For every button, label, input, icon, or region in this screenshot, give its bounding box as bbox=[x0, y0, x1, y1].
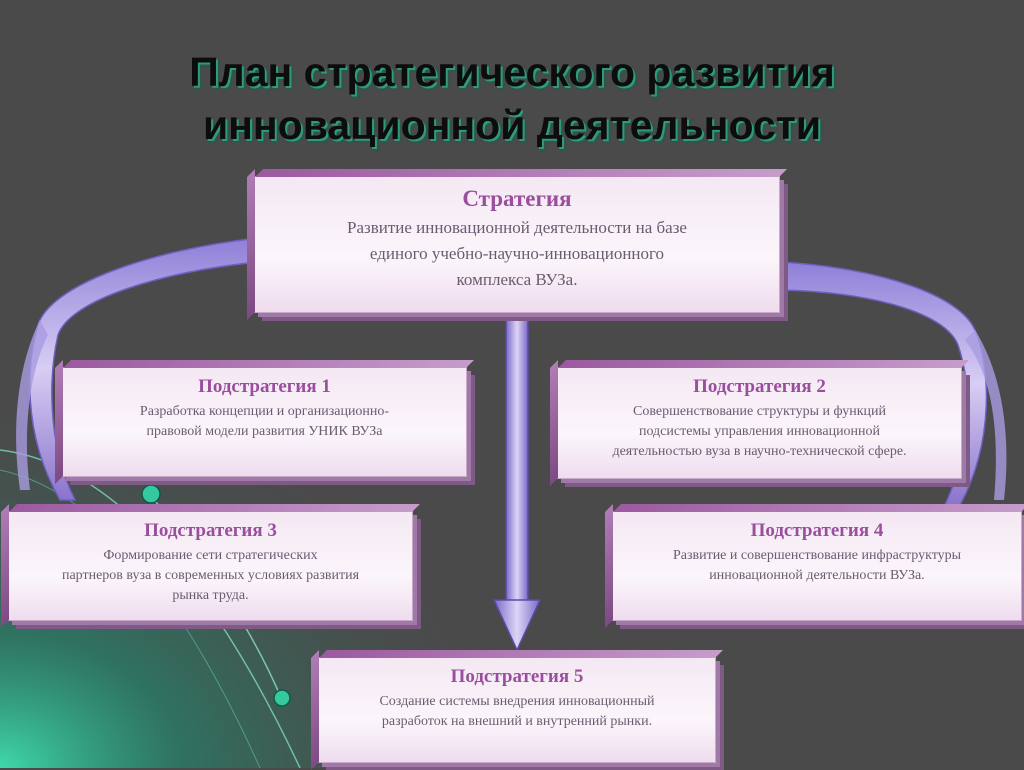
substrategy-line: рынка труда. bbox=[172, 588, 249, 603]
substrategy-line: Разработка концепции и организационно- bbox=[139, 404, 390, 419]
decor-dot bbox=[273, 689, 291, 707]
substrategy-3-box: Подстратегия 3 Формирование сети стратег… bbox=[8, 511, 413, 621]
substrategy-2-text: Совершенствование структуры и функций по… bbox=[558, 402, 961, 462]
strategy-heading: Стратегия bbox=[462, 186, 572, 211]
substrategy-line: деятельностью вуза в научно-технической … bbox=[612, 444, 907, 459]
substrategy-line: Формирование сети стратегических bbox=[103, 548, 318, 563]
strategy-line: единого учебно-научно-инновационного bbox=[369, 244, 665, 263]
substrategy-3-heading: Подстратегия 3 bbox=[144, 520, 277, 541]
strategy-line: комплекса ВУЗа. bbox=[456, 270, 578, 289]
substrategy-4-text: Развитие и совершенствование инфраструкт… bbox=[613, 546, 1021, 586]
arrow-head bbox=[492, 599, 542, 652]
substrategy-5-text: Создание системы внедрения инновационный… bbox=[319, 692, 715, 732]
substrategy-1-box: Подстратегия 1 Разработка концепции и ор… bbox=[62, 367, 467, 477]
substrategy-line: партнеров вуза в современных условиях ра… bbox=[61, 568, 360, 583]
substrategy-4-heading: Подстратегия 4 bbox=[750, 520, 884, 541]
substrategy-2-box: Подстратегия 2 Совершенствование структу… bbox=[557, 367, 962, 479]
substrategy-5-box: Подстратегия 5 Создание системы внедрени… bbox=[318, 657, 716, 763]
title-line-1: План стратегического развития bbox=[189, 49, 835, 95]
substrategy-line: инновационной деятельности ВУЗа. bbox=[709, 568, 925, 583]
left-ribbon bbox=[29, 237, 259, 501]
substrategy-1-heading: Подстратегия 1 bbox=[198, 376, 331, 397]
arrow-shaft bbox=[505, 312, 529, 606]
substrategy-line: Развитие и совершенствование инфраструкт… bbox=[672, 548, 962, 563]
substrategy-line: подсистемы управления инновационной bbox=[638, 424, 881, 439]
substrategy-1-text: Разработка концепции и организационно- п… bbox=[63, 402, 466, 442]
substrategy-line: разработок на внешний и внутренний рынки… bbox=[381, 714, 653, 729]
substrategy-line: Создание системы внедрения инновационный bbox=[379, 694, 655, 709]
substrategy-4-box: Подстратегия 4 Развитие и совершенствова… bbox=[612, 511, 1022, 621]
strategy-box: Стратегия Развитие инновационной деятель… bbox=[254, 176, 780, 313]
substrategy-line: правовой модели развития УНИК ВУЗа bbox=[146, 424, 383, 439]
strategy-text: Развитие инновационной деятельности на б… bbox=[255, 215, 779, 293]
substrategy-2-heading: Подстратегия 2 bbox=[693, 376, 826, 397]
right-ribbon-inner bbox=[965, 330, 1007, 500]
title-line-2: инновационной деятельности bbox=[202, 102, 822, 148]
decor-dot bbox=[141, 484, 161, 504]
substrategy-line: Совершенствование структуры и функций bbox=[632, 404, 886, 419]
page-title: План стратегического развития инновацион… bbox=[0, 46, 1024, 152]
substrategy-5-heading: Подстратегия 5 bbox=[450, 666, 584, 687]
left-ribbon-inner bbox=[16, 320, 48, 490]
strategy-line: Развитие инновационной деятельности на б… bbox=[347, 218, 687, 237]
substrategy-3-text: Формирование сети стратегических партнер… bbox=[9, 546, 412, 606]
